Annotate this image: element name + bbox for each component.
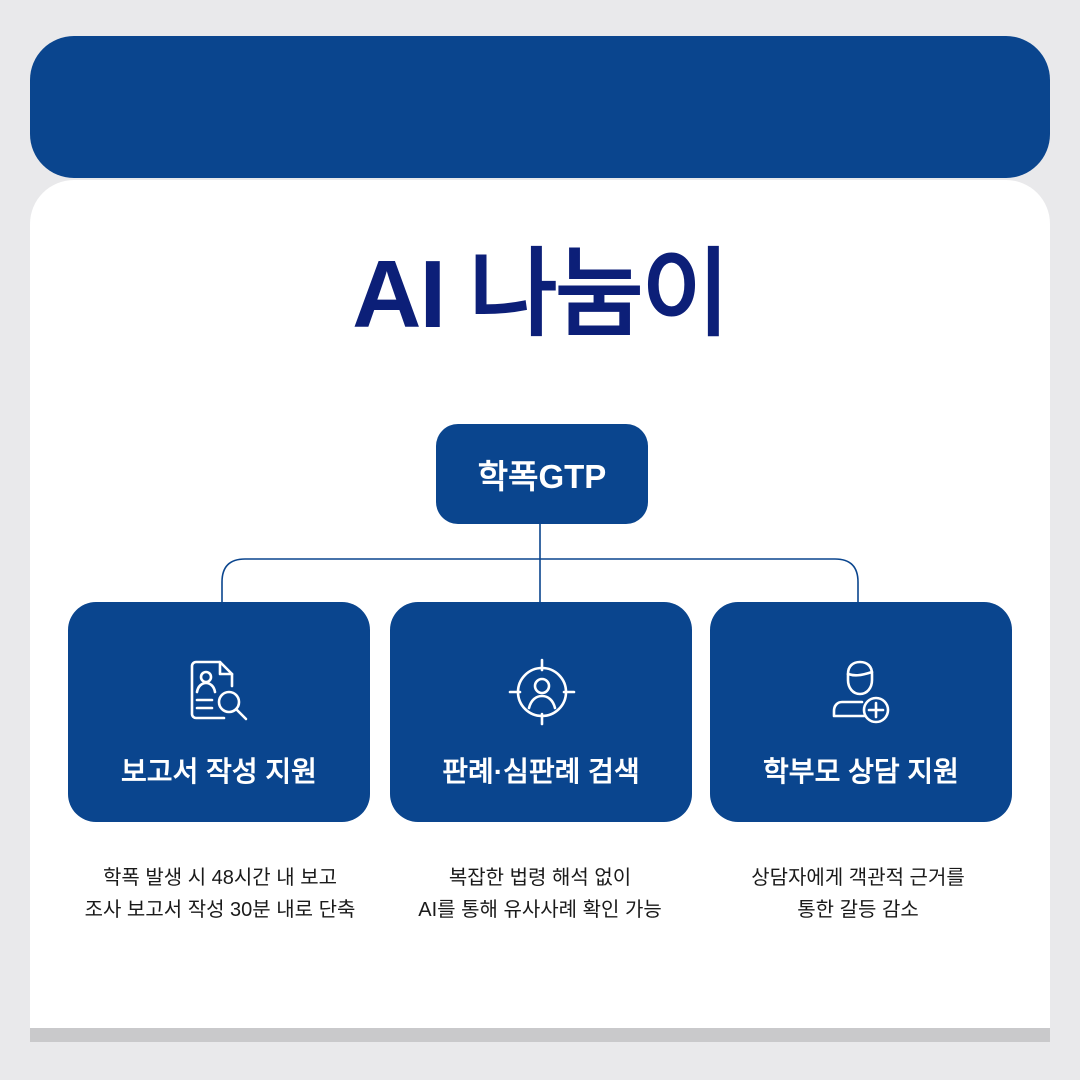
page-title: AI 나눔이 [352, 241, 730, 348]
branch-report-writing: 보고서 작성 지원 [68, 602, 370, 822]
root-node-hakpok-gtp: 학폭GTP [436, 424, 648, 524]
top-banner [30, 36, 1050, 178]
description-line: AI를 통해 유사사례 확인 가능 [418, 899, 662, 921]
branch-description-report: 학폭 발생 시 48시간 내 보고 조사 보고서 작성 30분 내로 단축 [60, 862, 380, 926]
report-search-icon [190, 660, 248, 721]
branch-case-search: 판례·심판례 검색 [390, 602, 692, 822]
description-line: 조사 보고서 작성 30분 내로 단축 [84, 899, 356, 921]
root-node-label: 학폭GTP [477, 458, 607, 495]
branch-parent-counseling: 학부모 상담 지원 [710, 602, 1012, 822]
description-line: 통한 갈등 감소 [797, 899, 919, 921]
description-line: 복잡한 법령 해석 없이 [448, 867, 632, 889]
card-bottom-strip [30, 1028, 1050, 1042]
user-add-icon [832, 660, 890, 724]
description-line: 상담자에게 객관적 근거를 [751, 867, 965, 889]
branch-label: 보고서 작성 지원 [121, 756, 317, 787]
target-person-icon [508, 658, 576, 726]
branch-label: 학부모 상담 지원 [763, 756, 959, 787]
branch-description-case: 복잡한 법령 해석 없이 AI를 통해 유사사례 확인 가능 [380, 862, 700, 926]
branch-description-counseling: 상담자에게 객관적 근거를 통한 갈등 감소 [698, 862, 1018, 926]
description-line: 학폭 발생 시 48시간 내 보고 [102, 867, 338, 889]
branch-label: 판례·심판례 검색 [442, 756, 640, 787]
